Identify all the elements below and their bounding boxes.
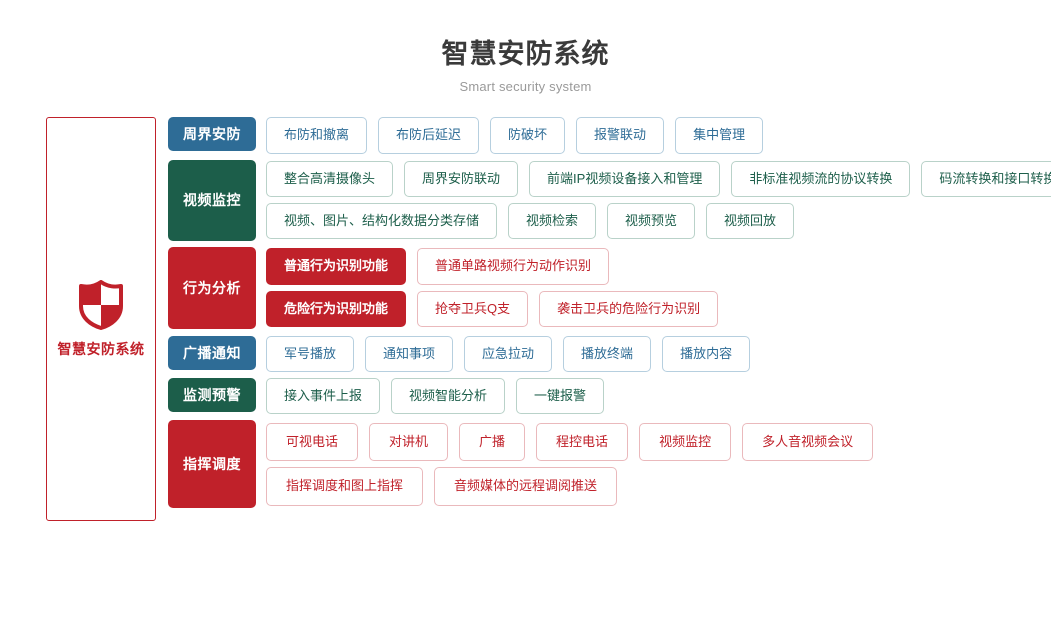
feature-chip[interactable]: 应急拉动 (464, 335, 553, 372)
category-label-behavior-analysis[interactable]: 行为分析 (168, 246, 256, 329)
feature-chip[interactable]: 防破坏 (490, 117, 566, 154)
item-line: 接入事件上报 视频智能分析 一键报警 (266, 377, 1051, 415)
feature-chip[interactable]: 播放终端 (563, 335, 652, 372)
feature-chip[interactable]: 视频智能分析 (391, 377, 506, 415)
feature-chip[interactable]: 抢夺卫兵Q支 (417, 290, 529, 327)
feature-chip[interactable]: 视频、图片、结构化数据分类存储 (266, 203, 498, 240)
feature-chip[interactable]: 普通单路视频行为动作识别 (417, 248, 610, 285)
feature-chip[interactable]: 一键报警 (516, 377, 605, 415)
items-behavior-analysis: 普通行为识别功能 普通单路视频行为动作识别 危险行为识别功能 抢夺卫兵Q支 袭击… (266, 247, 1051, 329)
items-command-dispatch: 可视电话 对讲机 广播 程控电话 视频监控 多人音视频会议 指挥调度和图上指挥 … (266, 420, 1051, 508)
feature-chip-primary[interactable]: 危险行为识别功能 (266, 290, 407, 327)
feature-chip[interactable]: 可视电话 (266, 422, 359, 462)
item-line: 视频、图片、结构化数据分类存储 视频检索 视频预览 视频回放 (266, 203, 1051, 240)
category-label-perimeter-security[interactable]: 周界安防 (168, 117, 256, 152)
feature-chip-primary[interactable]: 普通行为识别功能 (266, 248, 407, 285)
feature-chip[interactable]: 布防和撤离 (266, 117, 368, 154)
feature-chip[interactable]: 布防后延迟 (378, 117, 480, 154)
row-monitoring-warning: 监测预警 接入事件上报 视频智能分析 一键报警 (168, 377, 1051, 415)
feature-chip[interactable]: 袭击卫兵的危险行为识别 (539, 290, 719, 327)
feature-chip[interactable]: 视频监控 (639, 422, 732, 462)
row-broadcast-notification: 广播通知 军号播放 通知事项 应急拉动 播放终端 播放内容 (168, 335, 1051, 372)
row-perimeter-security: 周界安防 布防和撤离 布防后延迟 防破坏 报警联动 集中管理 (168, 117, 1051, 154)
category-label-broadcast-notification[interactable]: 广播通知 (168, 335, 256, 370)
feature-chip[interactable]: 多人音视频会议 (742, 422, 874, 462)
capability-diagram: 智慧安防系统 周界安防 布防和撤离 布防后延迟 防破坏 报警联动 集中管理 视频… (0, 117, 1051, 522)
feature-chip[interactable]: 周界安防联动 (404, 160, 519, 198)
item-line: 整合高清摄像头 周界安防联动 前端IP视频设备接入和管理 非标准视频流的协议转换… (266, 160, 1051, 198)
category-label-monitoring-warning[interactable]: 监测预警 (168, 377, 256, 412)
category-label-video-surveillance[interactable]: 视频监控 (168, 159, 256, 241)
feature-chip[interactable]: 报警联动 (576, 117, 665, 154)
feature-chip[interactable]: 播放内容 (662, 335, 751, 372)
category-rows: 周界安防 布防和撤离 布防后延迟 防破坏 报警联动 集中管理 视频监控 整合高清… (168, 117, 1051, 514)
feature-chip[interactable]: 军号播放 (266, 335, 355, 372)
brand-panel: 智慧安防系统 (46, 117, 156, 522)
feature-chip[interactable]: 音频媒体的远程调阅推送 (434, 467, 618, 506)
feature-chip[interactable]: 码流转换和接口转换 (921, 160, 1051, 198)
feature-chip[interactable]: 通知事项 (365, 335, 454, 372)
feature-chip[interactable]: 程控电话 (536, 422, 629, 462)
item-line: 普通行为识别功能 普通单路视频行为动作识别 (266, 248, 1051, 285)
item-line: 危险行为识别功能 抢夺卫兵Q支 袭击卫兵的危险行为识别 (266, 290, 1051, 327)
item-line: 指挥调度和图上指挥 音频媒体的远程调阅推送 (266, 467, 1051, 506)
brand-label: 智慧安防系统 (57, 340, 145, 357)
item-line: 布防和撤离 布防后延迟 防破坏 报警联动 集中管理 (266, 117, 1051, 154)
feature-chip[interactable]: 前端IP视频设备接入和管理 (529, 160, 721, 198)
items-broadcast-notification: 军号播放 通知事项 应急拉动 播放终端 播放内容 (266, 335, 1051, 372)
category-label-command-dispatch[interactable]: 指挥调度 (168, 420, 256, 509)
page-title: 智慧安防系统 (441, 39, 610, 69)
feature-chip[interactable]: 整合高清摄像头 (266, 160, 394, 198)
page-header: 智慧安防系统 Smart security system (0, 0, 1051, 94)
items-video-surveillance: 整合高清摄像头 周界安防联动 前端IP视频设备接入和管理 非标准视频流的协议转换… (266, 160, 1051, 241)
feature-chip[interactable]: 视频检索 (508, 203, 597, 240)
feature-chip[interactable]: 视频回放 (706, 203, 795, 240)
item-line: 军号播放 通知事项 应急拉动 播放终端 播放内容 (266, 335, 1051, 372)
row-video-surveillance: 视频监控 整合高清摄像头 周界安防联动 前端IP视频设备接入和管理 非标准视频流… (168, 159, 1051, 241)
items-perimeter-security: 布防和撤离 布防后延迟 防破坏 报警联动 集中管理 (266, 117, 1051, 154)
row-behavior-analysis: 行为分析 普通行为识别功能 普通单路视频行为动作识别 危险行为识别功能 抢夺卫兵… (168, 246, 1051, 329)
feature-chip[interactable]: 非标准视频流的协议转换 (731, 160, 911, 198)
feature-chip[interactable]: 接入事件上报 (266, 377, 381, 415)
feature-chip[interactable]: 指挥调度和图上指挥 (266, 467, 424, 506)
feature-chip[interactable]: 对讲机 (369, 422, 449, 462)
feature-chip[interactable]: 视频预览 (607, 203, 696, 240)
feature-chip[interactable]: 广播 (459, 422, 526, 462)
page-subtitle: Smart security system (459, 79, 592, 95)
item-line: 可视电话 对讲机 广播 程控电话 视频监控 多人音视频会议 (266, 422, 1051, 462)
row-command-dispatch: 指挥调度 可视电话 对讲机 广播 程控电话 视频监控 多人音视频会议 指挥调度和… (168, 420, 1051, 509)
feature-chip[interactable]: 集中管理 (675, 117, 764, 154)
shield-icon (78, 279, 124, 330)
items-monitoring-warning: 接入事件上报 视频智能分析 一键报警 (266, 377, 1051, 415)
